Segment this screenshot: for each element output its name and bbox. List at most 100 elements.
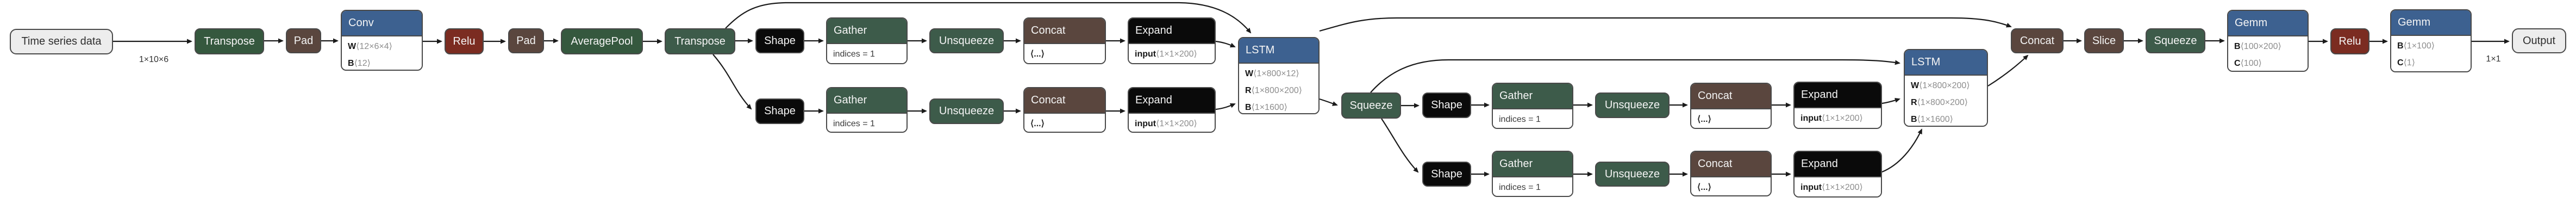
edge-squeeze1-shape2b — [1381, 118, 1419, 173]
node-gather-1a[interactable]: Gather indices = 1 — [826, 17, 908, 64]
node-concat-2b[interactable]: Concat ⟨...⟩ — [1690, 151, 1772, 196]
node-label: Output — [2522, 34, 2556, 47]
node-lstm-2[interactable]: LSTM W⟨1×800×200⟩ R⟨1×800×200⟩ B⟨1×1600⟩ — [1904, 49, 1988, 127]
node-output[interactable]: Output — [2512, 28, 2566, 53]
node-label: Shape — [764, 34, 796, 47]
node-label: AveragePool — [571, 35, 633, 47]
node-unsqueeze-2b[interactable]: Unsqueeze — [1595, 162, 1670, 187]
node-label: Time series data — [21, 35, 102, 47]
node-title: Concat — [1691, 84, 1771, 109]
node-shape-2b[interactable]: Shape — [1422, 162, 1471, 187]
param-row: B⟨1×100⟩ — [2397, 41, 2435, 51]
edge-lstm1-concat5 — [1319, 17, 2012, 32]
param-row: ⟨...⟩ — [1030, 50, 1045, 59]
node-pad-1[interactable]: Pad — [286, 28, 321, 53]
node-label: Transpose — [204, 35, 255, 47]
node-params: ⟨...⟩ — [1691, 109, 1771, 128]
node-expand-1b[interactable]: Expand input⟨1×1×200⟩ — [1128, 87, 1216, 133]
param-row: W⟨1×800×200⟩ — [1911, 81, 1970, 90]
node-label: Concat — [2019, 34, 2055, 47]
node-concat-1b[interactable]: Concat ⟨...⟩ — [1023, 87, 1106, 133]
node-gather-2b[interactable]: Gather indices = 1 — [1492, 151, 1573, 197]
param-row: ⟨...⟩ — [1697, 115, 1711, 124]
param-row: C⟨100⟩ — [2234, 59, 2262, 68]
edge-lstm1-squeeze1 — [1319, 98, 1338, 106]
node-shape-1b[interactable]: Shape — [755, 98, 804, 124]
node-params: indices = 1 — [827, 44, 906, 63]
node-averagepool[interactable]: AveragePool — [561, 28, 643, 54]
node-expand-1a[interactable]: Expand input⟨1×1×200⟩ — [1128, 17, 1216, 64]
node-transpose-2[interactable]: Transpose — [665, 28, 735, 54]
node-gemm-1[interactable]: Gemm B⟨100×200⟩ C⟨100⟩ — [2227, 10, 2309, 72]
node-pad-2[interactable]: Pad — [508, 28, 544, 53]
node-slice[interactable]: Slice — [2084, 28, 2124, 53]
node-label: Unsqueeze — [939, 105, 995, 117]
node-title: Gemm — [2228, 11, 2308, 36]
param-row: input⟨1×1×200⟩ — [1135, 50, 1197, 59]
node-params: indices = 1 — [827, 114, 906, 132]
edge-label-output-shape: 1×1 — [2486, 54, 2501, 64]
edge-expand1b-lstm1 — [1215, 103, 1236, 110]
node-params: B⟨100×200⟩ C⟨100⟩ — [2228, 36, 2308, 71]
node-unsqueeze-1b[interactable]: Unsqueeze — [929, 98, 1004, 124]
node-unsqueeze-1a[interactable]: Unsqueeze — [929, 28, 1004, 53]
node-shape-1a[interactable]: Shape — [755, 28, 804, 53]
node-input-time-series-data[interactable]: Time series data — [10, 29, 113, 54]
node-transpose-1[interactable]: Transpose — [195, 28, 264, 54]
node-label: Unsqueeze — [1604, 168, 1660, 180]
node-expand-2a[interactable]: Expand input⟨1×1×200⟩ — [1793, 82, 1882, 129]
node-title: Expand — [1795, 83, 1881, 108]
node-label: Pad — [293, 34, 314, 47]
node-gemm-2[interactable]: Gemm B⟨1×100⟩ C⟨1⟩ — [2390, 9, 2472, 72]
node-label: Squeeze — [2154, 34, 2197, 47]
node-gather-1b[interactable]: Gather indices = 1 — [826, 87, 908, 133]
node-params: B⟨1×100⟩ C⟨1⟩ — [2391, 36, 2471, 71]
node-gather-2a[interactable]: Gather indices = 1 — [1492, 83, 1573, 129]
param-row: B⟨100×200⟩ — [2234, 42, 2281, 51]
node-shape-2a[interactable]: Shape — [1422, 92, 1471, 118]
node-label: Unsqueeze — [939, 34, 995, 47]
node-params: W⟨1×800×200⟩ R⟨1×800×200⟩ B⟨1×1600⟩ — [1905, 76, 1987, 126]
edge-expand2b-lstm2 — [1881, 128, 1922, 173]
edge-expand2a-lstm2 — [1881, 97, 1900, 104]
param-row: B⟨1×1600⟩ — [1245, 103, 1287, 112]
node-expand-2b[interactable]: Expand input⟨1×1×200⟩ — [1793, 151, 1882, 198]
param-row: input⟨1×1×200⟩ — [1800, 114, 1863, 123]
node-label: Pad — [516, 34, 536, 47]
node-params: indices = 1 — [1493, 177, 1572, 196]
node-concat-2a[interactable]: Concat ⟨...⟩ — [1690, 83, 1772, 129]
node-label: Relu — [453, 35, 476, 47]
node-title: Expand — [1795, 152, 1881, 177]
node-title: Gemm — [2391, 10, 2471, 36]
param-row: R⟨1×800×200⟩ — [1911, 98, 1968, 107]
node-label: Squeeze — [1349, 99, 1393, 112]
param-row: indices = 1 — [833, 119, 875, 128]
edge-transpose-lstm1 — [725, 2, 1252, 34]
node-title: Concat — [1024, 18, 1105, 44]
edge-transpose-shape-bottom — [712, 54, 752, 110]
node-label: Unsqueeze — [1604, 99, 1660, 111]
node-relu-2[interactable]: Relu — [2330, 28, 2369, 54]
node-title: Gather — [827, 18, 906, 44]
node-label: Shape — [1431, 168, 1462, 180]
node-squeeze-2[interactable]: Squeeze — [2146, 28, 2205, 53]
param-row: input⟨1×1×200⟩ — [1800, 183, 1863, 192]
node-concat-final[interactable]: Concat — [2011, 28, 2064, 53]
param-row: W⟨12×6×4⟩ — [348, 42, 392, 51]
node-title: Gather — [1493, 84, 1572, 109]
param-row: B⟨1×1600⟩ — [1911, 115, 1953, 124]
node-params: indices = 1 — [1493, 109, 1572, 128]
node-params: input⟨1×1×200⟩ — [1129, 114, 1215, 132]
node-squeeze-1[interactable]: Squeeze — [1341, 92, 1401, 119]
node-unsqueeze-2a[interactable]: Unsqueeze — [1595, 92, 1670, 118]
node-title: Gather — [1493, 152, 1572, 177]
node-lstm-1[interactable]: LSTM W⟨1×800×12⟩ R⟨1×800×200⟩ B⟨1×1600⟩ — [1238, 37, 1320, 114]
node-conv[interactable]: Conv W⟨12×6×4⟩ B⟨12⟩ — [341, 10, 423, 71]
node-params: W⟨12×6×4⟩ B⟨12⟩ — [342, 36, 422, 70]
node-title: LSTM — [1905, 50, 1987, 76]
node-relu-1[interactable]: Relu — [445, 28, 484, 54]
node-title: Gather — [827, 88, 906, 114]
node-params: input⟨1×1×200⟩ — [1795, 108, 1881, 128]
node-concat-1a[interactable]: Concat ⟨...⟩ — [1023, 17, 1106, 64]
